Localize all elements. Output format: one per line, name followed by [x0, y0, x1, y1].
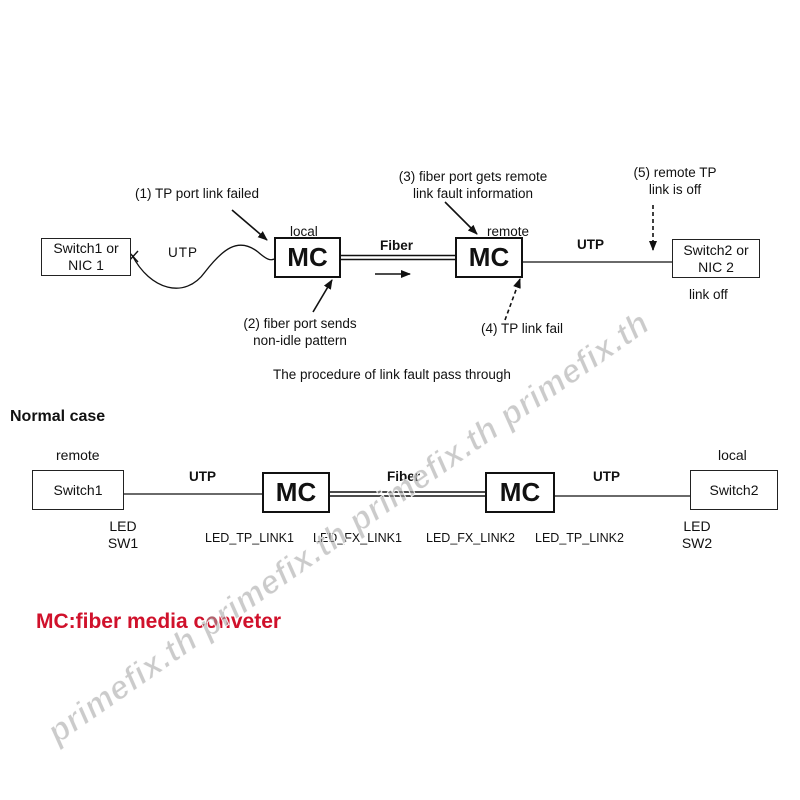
normal-utp-right-label: UTP	[593, 469, 620, 484]
step2-line2: non-idle pattern	[253, 333, 347, 348]
switch1-line1: Switch1 or	[53, 240, 119, 256]
mc-right-normal: MC	[485, 472, 555, 513]
led-sw2-label: LED SW2	[672, 518, 722, 552]
switch2-line2: NIC 2	[698, 258, 734, 275]
step1-label: (1) TP port link failed	[135, 186, 260, 201]
led-fx-link1-label: LED_FX_LINK1	[313, 531, 402, 545]
fiber-link-top	[340, 254, 455, 261]
switch2-line1: Switch2 or	[683, 241, 749, 258]
step3-line2: link fault information	[412, 186, 534, 201]
switch2-nic2-box: Switch2 or NIC 2	[672, 239, 760, 278]
step3-line1: (3) fiber port gets remote	[398, 169, 548, 184]
remote-label: remote	[487, 224, 530, 239]
arrow-step3	[444, 201, 478, 235]
step3-label: (3) fiber port gets remote link fault in…	[383, 168, 563, 202]
switch1-line2: NIC 1	[68, 257, 104, 273]
step5-label: (5) remote TP link is off	[625, 164, 725, 198]
mc-local-fault: MC	[274, 237, 341, 278]
step4-label: (4) TP link fail	[481, 321, 564, 336]
switch1-nic1-box: Switch1 or NIC 1	[41, 238, 131, 276]
switch1-box: Switch1	[32, 470, 124, 510]
led-tp-link1-label: LED_TP_LINK1	[205, 531, 294, 545]
arrow-step4	[504, 278, 521, 321]
utp-left-label: UTP	[168, 245, 198, 260]
led-fx-link2-label: LED_FX_LINK2	[426, 531, 515, 545]
step5-line2: link is off	[648, 182, 702, 197]
step2-label: (2) fiber port sends non-idle pattern	[230, 315, 370, 349]
normal-local-label: local	[718, 447, 747, 463]
led-sw1-line1: LED	[109, 518, 137, 534]
utp-cable-left	[131, 244, 277, 289]
mc-remote-fault: MC	[455, 237, 523, 278]
step2-line1: (2) fiber port sends	[243, 316, 357, 331]
local-label: local	[290, 224, 318, 239]
arrow-step2	[312, 279, 333, 313]
step5-line1: (5) remote TP	[633, 165, 717, 180]
led-sw1-line2: SW1	[107, 535, 139, 551]
normal-utp-left-label: UTP	[189, 469, 216, 484]
led-sw2-line2: SW2	[681, 535, 713, 551]
normal-case-heading: Normal case	[10, 408, 106, 425]
link-off-label: link off	[689, 287, 728, 302]
fiber-label: Fiber	[380, 238, 414, 253]
utp-right-label: UTP	[577, 237, 604, 252]
led-sw1-label: LED SW1	[98, 518, 148, 552]
caption: The procedure of link fault pass through	[273, 367, 511, 382]
fiber-link-normal	[330, 491, 485, 497]
footer-definition: MC:fiber media conveter	[36, 610, 282, 633]
normal-remote-label: remote	[56, 447, 100, 463]
normal-fiber-label: Fiber	[387, 469, 421, 484]
mc-left-normal: MC	[262, 472, 330, 513]
arrow-step1	[231, 209, 268, 241]
switch2-box: Switch2	[690, 470, 778, 510]
led-tp-link2-label: LED_TP_LINK2	[535, 531, 624, 545]
led-sw2-line1: LED	[683, 518, 711, 534]
